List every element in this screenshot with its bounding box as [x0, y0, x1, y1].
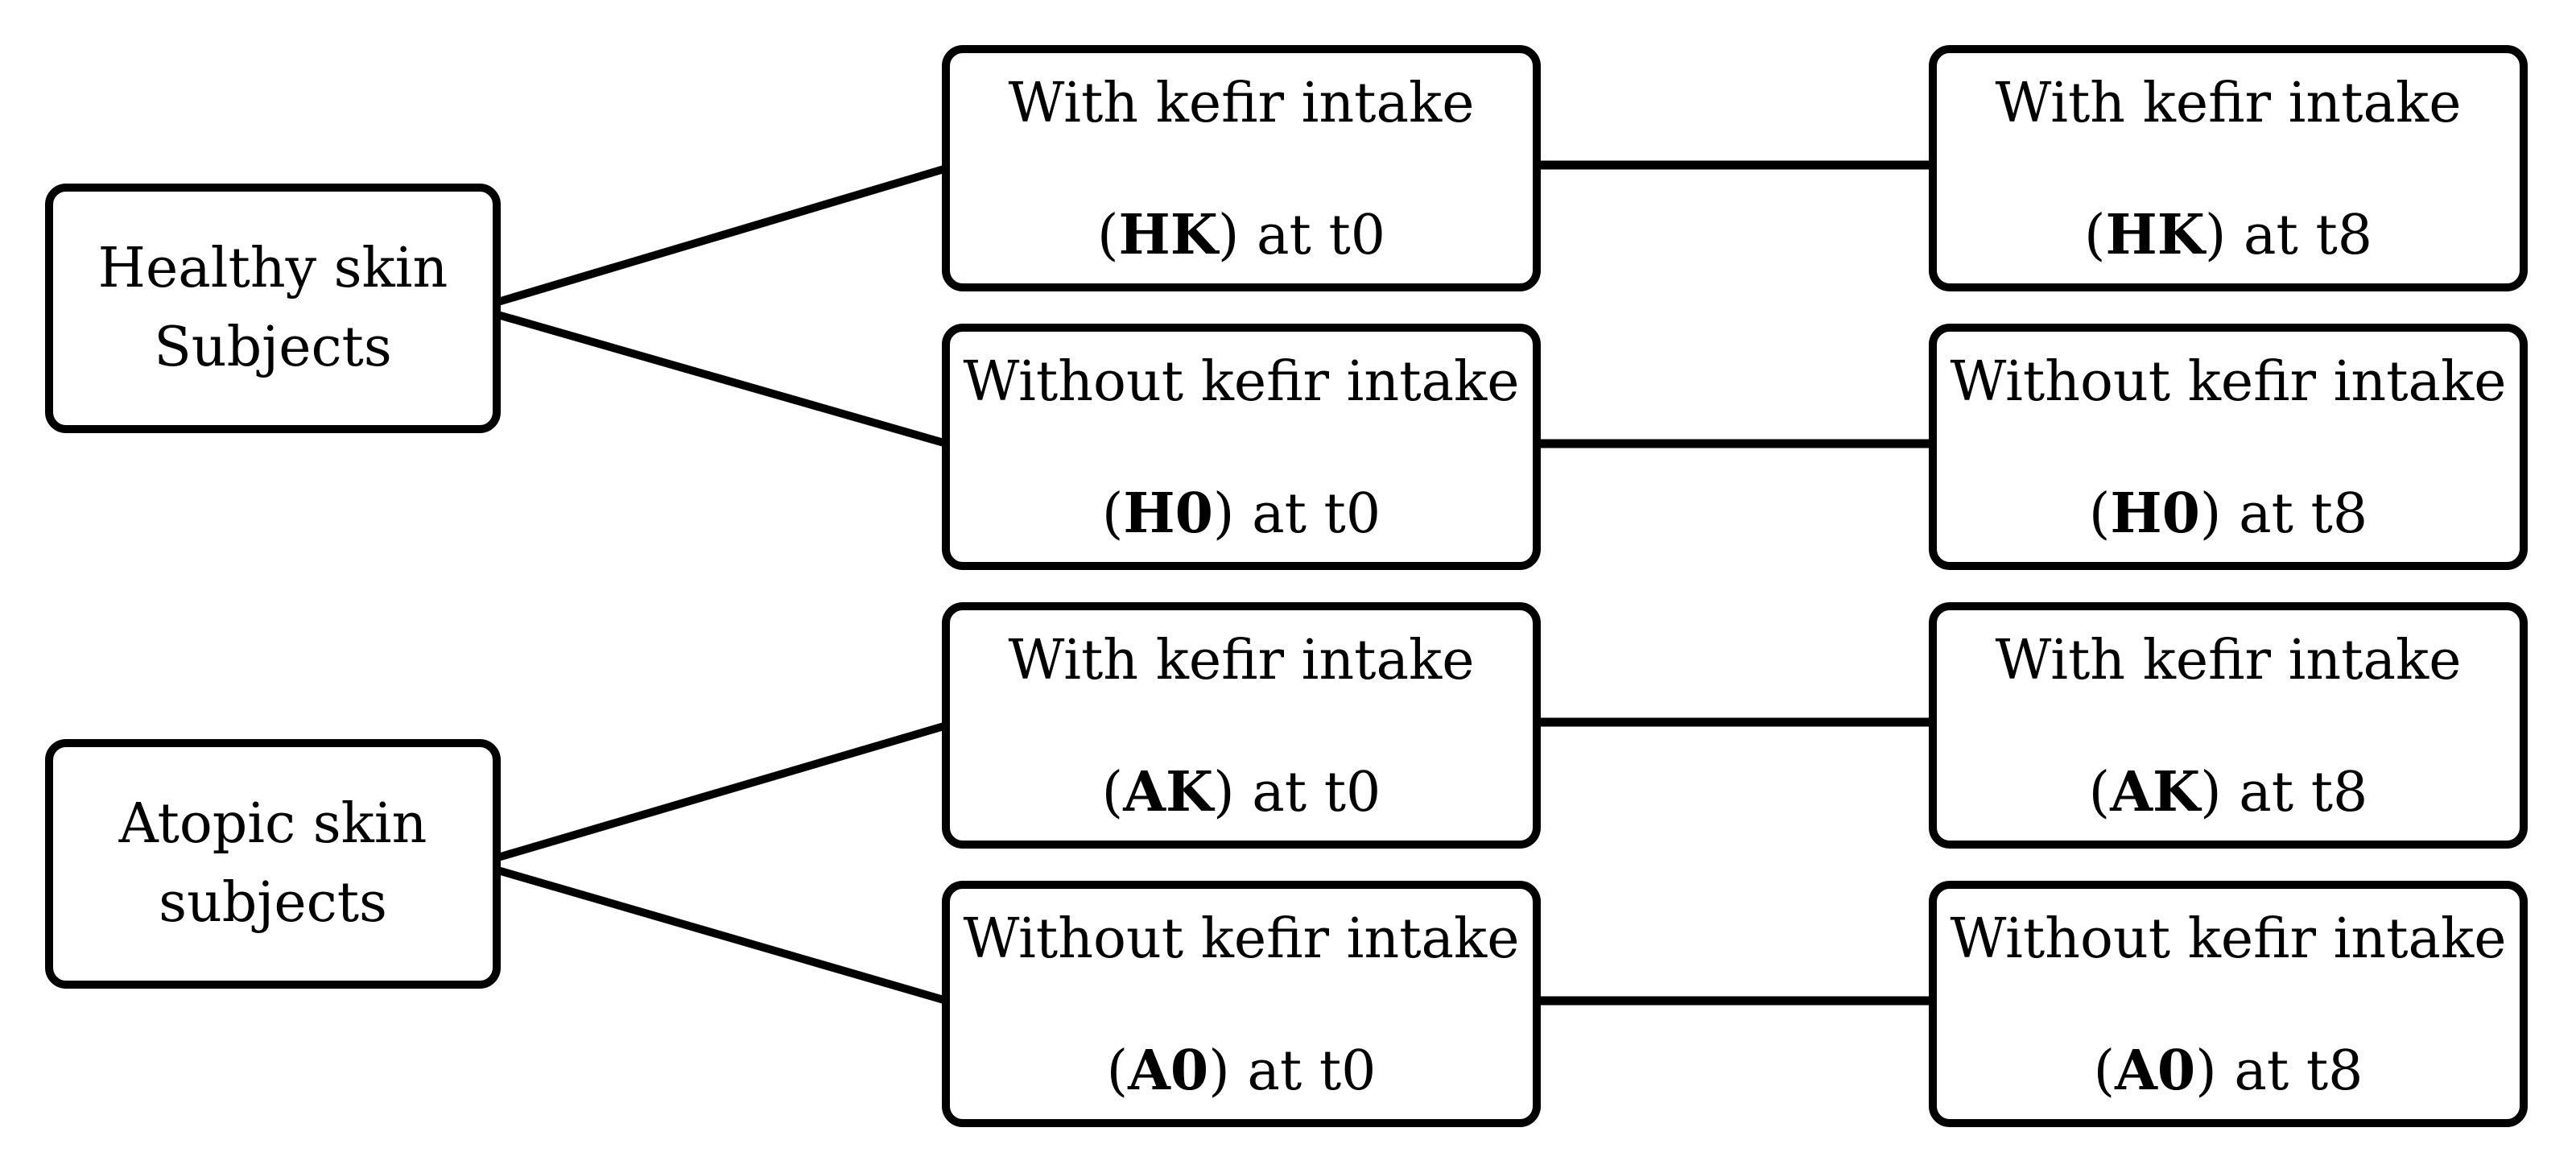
hk-t8-box: With kefir intake (HK) at t8: [1929, 45, 2528, 291]
branch-line-atopic-a0: [497, 867, 951, 1005]
group-label-line2: subjects: [159, 871, 387, 935]
condition-label: With kefir intake: [1008, 72, 1475, 135]
condition-label: Without kefir intake: [963, 907, 1520, 971]
condition-code-time: (A0) at t8: [2093, 1039, 2363, 1104]
group-code: AK: [2110, 760, 2201, 825]
healthy-skin-subjects-box: Healthy skin Subjects: [45, 184, 501, 433]
condition-code-time: (H0) at t8: [2088, 481, 2368, 547]
ak-t0-box: With kefir intake (AK) at t0: [942, 602, 1541, 849]
a0-t0-box: Without kefir intake (A0) at t0: [942, 881, 1541, 1127]
branch-line-atopic-ak: [497, 721, 951, 861]
group-label-line2: Subjects: [154, 316, 392, 379]
timepoint: at t0: [1256, 204, 1386, 268]
timepoint: at t8: [2243, 204, 2373, 268]
ak-t8-box: With kefir intake (AK) at t8: [1929, 602, 2528, 849]
group-label-line1: Atopic skin: [118, 792, 427, 856]
a0-t8-box: Without kefir intake (A0) at t8: [1929, 881, 2528, 1127]
condition-code-time: (A0) at t0: [1106, 1039, 1377, 1104]
condition-label: With kefir intake: [1995, 72, 2462, 135]
group-code: H0: [2110, 481, 2200, 547]
timepoint: at t0: [1252, 482, 1381, 547]
timepoint: at t8: [2239, 482, 2368, 547]
timepoint: at t0: [1247, 1039, 1377, 1104]
group-code: AK: [1123, 760, 1214, 825]
group-code: A0: [2115, 1039, 2196, 1104]
condition-code-time: (AK) at t0: [1101, 760, 1381, 825]
h0-t0-box: Without kefir intake (H0) at t0: [942, 324, 1541, 570]
condition-label: With kefir intake: [1995, 629, 2462, 692]
group-code: H0: [1123, 481, 1213, 547]
timepoint: at t8: [2234, 1039, 2363, 1104]
timepoint: at t8: [2239, 761, 2368, 825]
hk-t0-box: With kefir intake (HK) at t0: [942, 45, 1541, 291]
timepoint: at t0: [1252, 761, 1381, 825]
group-code: A0: [1128, 1039, 1209, 1104]
branch-line-healthy-hk: [497, 164, 951, 305]
condition-code-time: (AK) at t8: [2088, 760, 2368, 825]
group-code: HK: [2105, 203, 2205, 268]
group-label-line1: Healthy skin: [97, 237, 448, 300]
condition-label: With kefir intake: [1008, 629, 1475, 692]
condition-code-time: (HK) at t0: [1096, 203, 1386, 268]
branch-line-healthy-h0: [497, 312, 951, 448]
h0-t8-box: Without kefir intake (H0) at t8: [1929, 324, 2528, 570]
atopic-skin-subjects-box: Atopic skin subjects: [45, 739, 501, 989]
condition-label: Without kefir intake: [963, 350, 1520, 414]
condition-code-time: (HK) at t8: [2083, 203, 2373, 268]
condition-label: Without kefir intake: [1950, 907, 2507, 971]
condition-label: Without kefir intake: [1950, 350, 2507, 414]
group-code: HK: [1118, 203, 1218, 268]
condition-code-time: (H0) at t0: [1101, 481, 1381, 547]
